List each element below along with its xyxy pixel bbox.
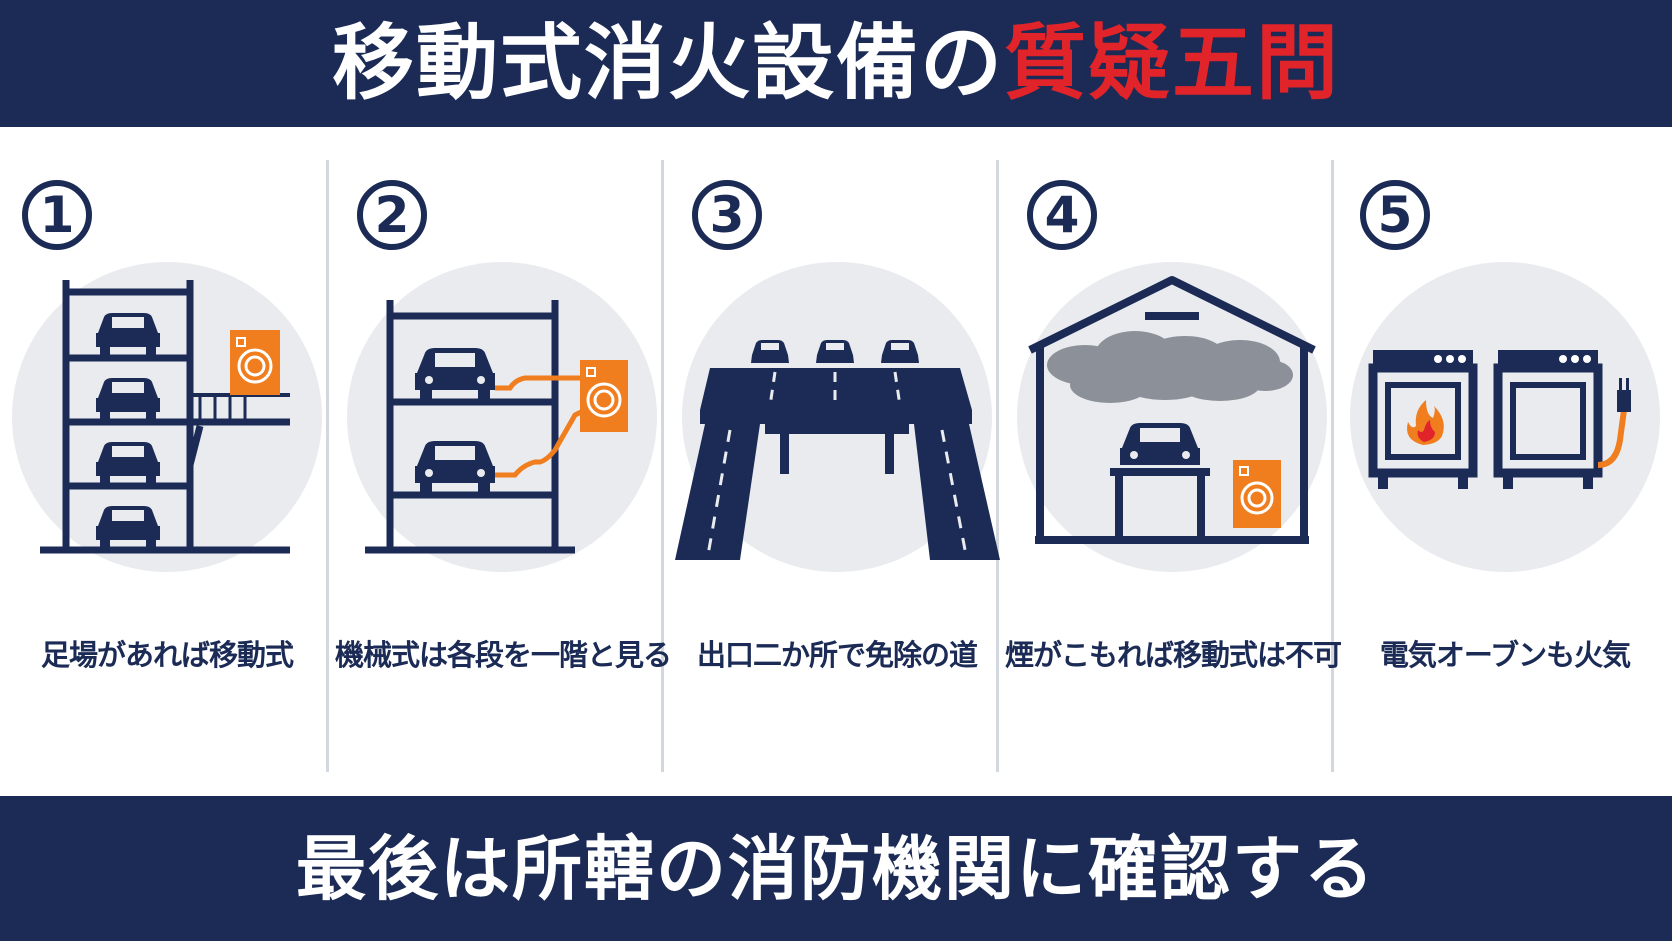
mechanical-parking-icon — [335, 250, 669, 610]
title-accent: 質疑五問 — [1004, 15, 1341, 111]
panel-1: 1 — [0, 160, 334, 772]
multi-story-parking-icon — [0, 250, 334, 610]
title-main: 移動式消火設備の — [331, 15, 1004, 111]
panel-caption: 出口二か所で免除の道 — [696, 638, 978, 672]
panel-5: 5 — [1338, 160, 1672, 772]
ovens-icon — [1338, 250, 1672, 610]
smoky-garage-icon — [1005, 250, 1339, 610]
panel-number: 5 — [1360, 180, 1430, 250]
panel-2: 2 — [335, 160, 672, 772]
panel-divider — [326, 160, 329, 772]
panel-divider — [1331, 160, 1334, 772]
panel-3: 3 — [670, 160, 1004, 772]
title-banner: 移動式消火設備の質疑五問 — [0, 0, 1672, 127]
panel-number: 1 — [22, 180, 92, 250]
panel-divider — [661, 160, 664, 772]
panel-caption: 煙がこもれば移動式は不可 — [1005, 638, 1342, 672]
question-panels: 1 — [0, 160, 1672, 772]
panel-caption: 足場があれば移動式 — [40, 638, 294, 672]
panel-number: 3 — [692, 180, 762, 250]
panel-caption: 機械式は各段を一階と見る — [335, 638, 672, 672]
panel-caption: 電気オーブンも火気 — [1379, 638, 1631, 672]
page-title: 移動式消火設備の質疑五問 — [332, 22, 1340, 105]
elevated-road-icon — [670, 250, 1004, 610]
panel-4: 4 — [1005, 160, 1342, 772]
panel-number: 2 — [357, 180, 427, 250]
footer-banner: 最後は所轄の消防機関に確認する — [0, 796, 1672, 941]
panel-number: 4 — [1027, 180, 1097, 250]
footer-text: 最後は所轄の消防機関に確認する — [296, 827, 1376, 910]
panel-divider — [996, 160, 999, 772]
